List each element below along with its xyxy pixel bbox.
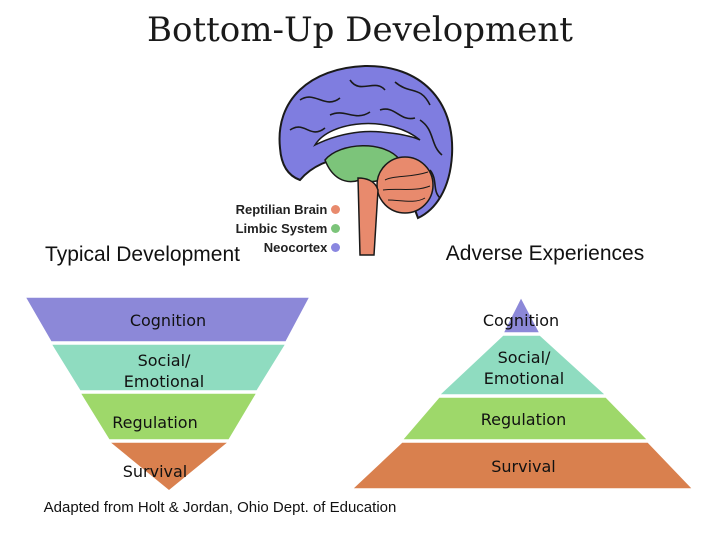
citation-text: Adapted from Holt & Jordan, Ohio Dept. o… [43,499,397,516]
adverse-regulation-band [400,396,650,441]
adverse-level-social: Social/ Emotional [483,348,565,388]
adverse-level-regulation: Regulation [480,410,567,429]
typical-survival-band [106,441,232,492]
legend-item-reptilian: Reptilian Brain [210,200,340,219]
legend-swatch [331,224,340,233]
adverse-level-cognition: Cognition [482,311,560,330]
adverse-heading: Adverse Experiences [445,242,645,265]
legend-swatch [331,205,340,214]
legend-label: Reptilian Brain [235,202,328,217]
typical-pyramid [25,296,312,492]
typical-heading: Typical Development [45,243,240,266]
brain-legend: Reptilian Brain Limbic System Neocortex [210,200,340,257]
typical-level-regulation: Regulation [112,413,198,432]
typical-regulation-band [78,392,259,441]
adverse-pyramid [350,295,695,490]
adverse-survival-band [350,441,695,490]
typical-level-social: Social/ Emotional [123,351,205,391]
adverse-cognition-band [501,295,542,334]
adverse-social-band [437,334,608,396]
legend-label: Neocortex [263,240,328,255]
typical-level-cognition: Cognition [129,311,207,330]
legend-item-limbic: Limbic System [210,219,340,238]
brainstem-region [357,177,379,256]
typical-social-band [49,343,288,392]
brain-illustration [278,64,454,256]
typical-cognition-band [25,296,312,343]
adverse-level-survival: Survival [491,457,556,476]
page-title: Bottom-Up Development [147,10,573,50]
legend-swatch [331,243,340,252]
legend-item-neocortex: Neocortex [210,238,340,257]
legend-label: Limbic System [235,221,328,236]
typical-level-survival: Survival [122,462,188,481]
cerebellum-region [376,156,434,214]
